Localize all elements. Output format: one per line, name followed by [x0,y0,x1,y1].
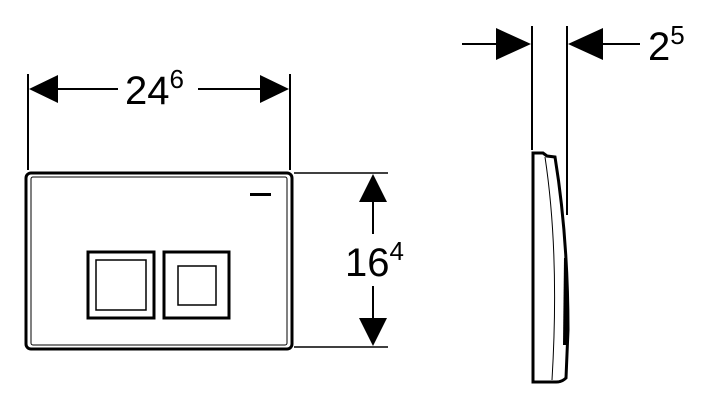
arrow-down-icon [359,318,387,346]
flush-plate-inner-edge [30,176,288,346]
arrow-left-icon [568,28,603,60]
height-dimension: 164 [345,174,404,346]
height-value: 164 [345,236,404,285]
arrow-up-icon [359,174,387,202]
depth-dimension: 25 [462,20,685,69]
width-dimension: 246 [29,64,289,113]
arrow-right-icon [260,75,289,103]
arrow-right-icon [496,28,531,60]
plate-side-profile [531,151,570,384]
side-view: 25 [462,20,685,384]
plate-side-inner-curve [544,156,556,381]
depth-value: 25 [648,20,685,69]
small-flush-button[interactable] [162,250,231,320]
width-value: 246 [125,64,184,113]
brand-logo-icon [250,193,271,196]
arrow-left-icon [29,75,58,103]
front-view: 246 164 [24,64,404,351]
flush-plate-outline [24,171,294,351]
plate-side-button-edge [563,258,567,345]
large-flush-button[interactable] [86,250,156,320]
